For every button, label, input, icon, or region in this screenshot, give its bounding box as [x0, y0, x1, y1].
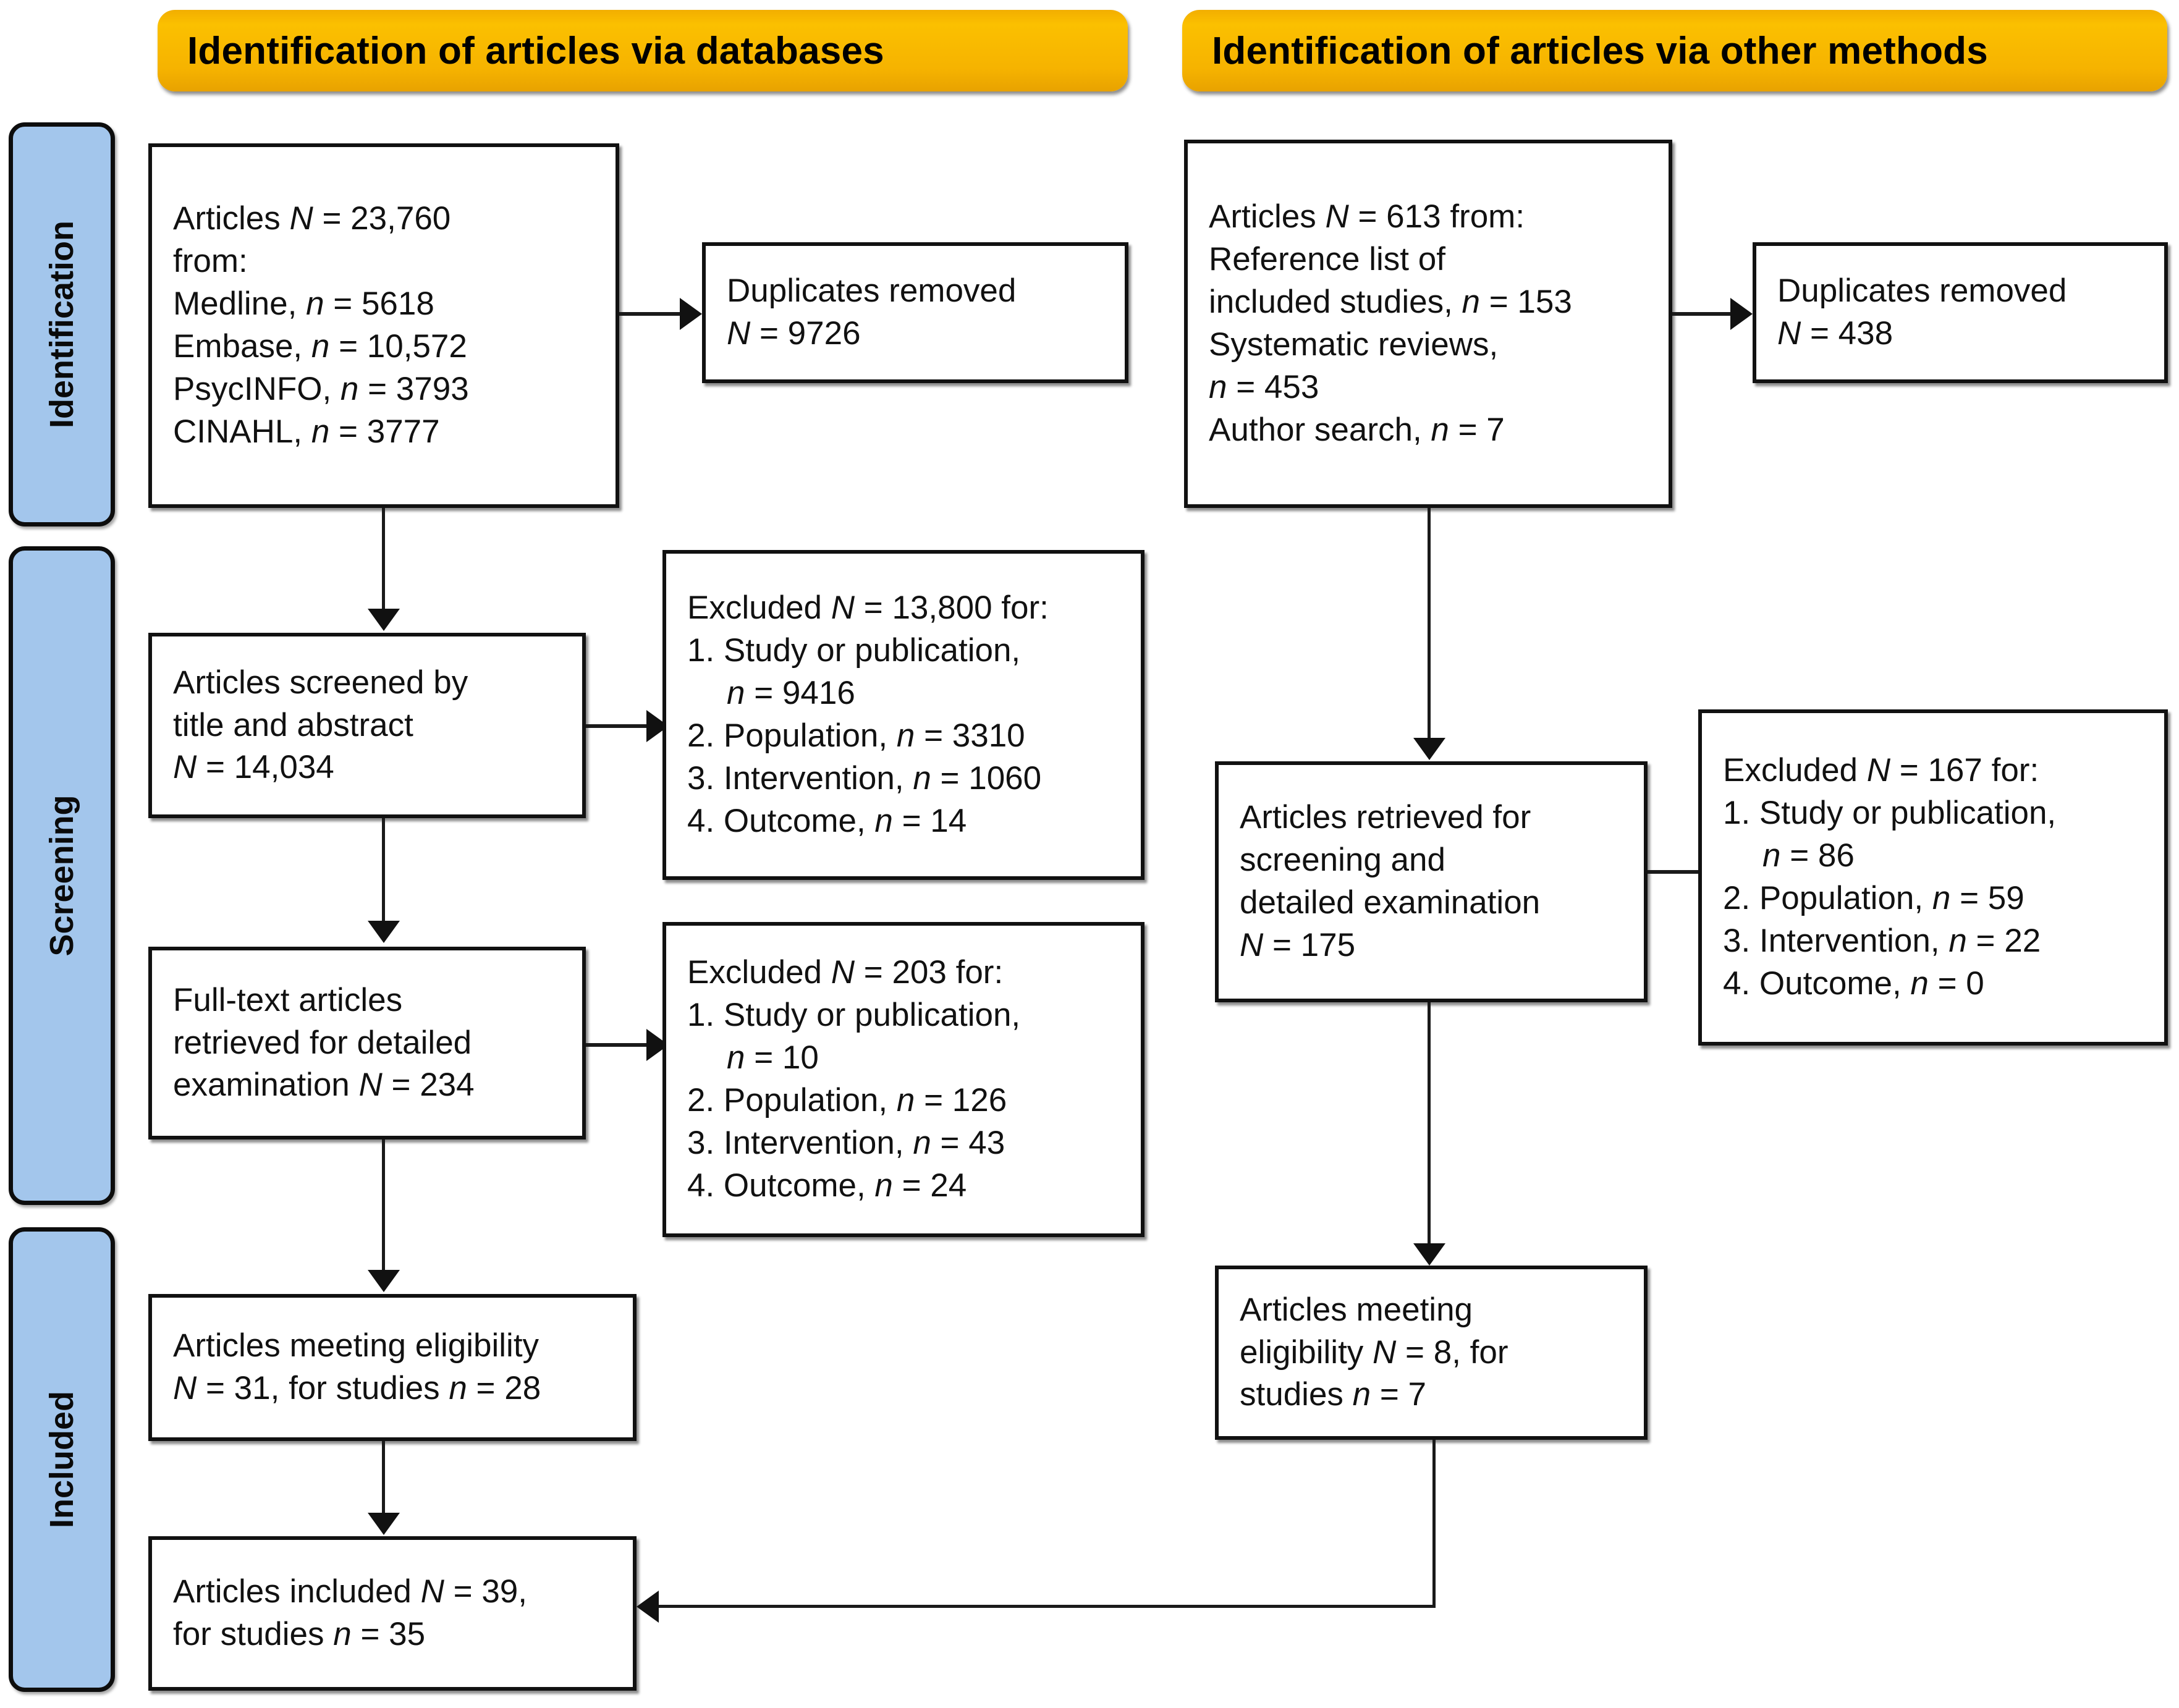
box-line: N = 14,034 [173, 749, 334, 786]
box-line: PsycINFO, n = 3793 [173, 370, 469, 407]
box-line: Articles N = 23,760 [173, 200, 451, 237]
box-other-retrieved: Articles retrieved for screening and det… [1215, 761, 1648, 1002]
connector-other-retrieved-to-excluded [1648, 870, 1713, 874]
box-db-duplicates-removed: Duplicates removed N = 9726 [702, 242, 1128, 383]
box-other-eligible: Articles meeting eligibility N = 8, for … [1215, 1266, 1648, 1440]
arrow-head-down [1413, 1243, 1445, 1266]
box-line: N = 438 [1777, 315, 1893, 352]
box-line: 4. Outcome, n = 24 [687, 1167, 967, 1204]
connector-db-screened-to-excluded [586, 724, 654, 728]
box-other-duplicates-removed: Duplicates removed N = 438 [1753, 242, 2168, 383]
box-line: Duplicates removed [1777, 273, 2067, 310]
box-line: Excluded N = 13,800 for: [687, 590, 1049, 627]
box-line: 4. Outcome, n = 0 [1723, 965, 1984, 1002]
box-line: Articles N = 613 from: [1209, 198, 1525, 235]
box-db-screened: Articles screened by title and abstract … [148, 633, 586, 818]
arrow-head-right [1730, 298, 1753, 330]
connector-other-eligible-to-included-vertical [1432, 1440, 1436, 1608]
box-line: 1. Study or publication, [687, 632, 1021, 669]
box-other-excluded: Excluded N = 167 for: 1. Study or public… [1698, 709, 2168, 1046]
phase-included-label: Included [43, 1390, 80, 1529]
box-line: Articles screened by [173, 664, 468, 701]
connector-other-identification-to-retrieved [1428, 508, 1431, 742]
arrow-head-down [368, 609, 400, 631]
box-line: Systematic reviews, [1209, 326, 1499, 363]
box-line: included studies, n = 153 [1209, 284, 1572, 321]
arrow-head-right [680, 298, 702, 330]
box-line: for studies n = 35 [173, 1616, 426, 1652]
box-line: 3. Intervention, n = 1060 [687, 759, 1042, 797]
box-line: Articles meeting eligibility [173, 1327, 539, 1364]
box-line: CINAHL, n = 3777 [173, 413, 440, 450]
connector-db-fulltext-to-eligible [382, 1139, 385, 1274]
banner-databases: Identification of articles via databases [158, 10, 1128, 91]
box-line: 2. Population, n = 3310 [687, 717, 1025, 754]
box-line: Excluded N = 167 for: [1723, 752, 2039, 789]
box-line: retrieved for detailed [173, 1024, 472, 1061]
box-db-excluded-fulltext: Excluded N = 203 for: 1. Study or public… [662, 922, 1145, 1237]
box-line: n = 86 [1762, 837, 1855, 874]
box-articles-included: Articles included N = 39, for studies n … [148, 1536, 637, 1691]
arrow-head-down [368, 1513, 400, 1535]
connector-db-identification-to-duplicates [619, 312, 687, 316]
box-line: title and abstract [173, 706, 413, 743]
arrow-head-down [368, 1270, 400, 1292]
box-line: Full-text articles [173, 981, 403, 1018]
box-db-identification: Articles N = 23,760 from: Medline, n = 5… [148, 143, 619, 508]
box-line: N = 9726 [727, 315, 861, 352]
connector-other-identification-to-duplicates [1672, 312, 1738, 316]
connector-db-screened-to-fulltext [382, 818, 385, 924]
arrow-head-left [637, 1591, 659, 1623]
box-line: screening and [1240, 842, 1445, 879]
connector-other-retrieved-to-eligible [1428, 1002, 1431, 1248]
box-db-eligible: Articles meeting eligibility N = 31, for… [148, 1294, 637, 1441]
box-line: Excluded N = 203 for: [687, 954, 1004, 991]
phase-included: Included [9, 1227, 115, 1692]
connector-db-fulltext-to-excluded [586, 1043, 654, 1047]
connector-db-eligible-to-included [382, 1441, 385, 1520]
box-line: 3. Intervention, n = 22 [1723, 922, 2041, 959]
box-line: eligibility N = 8, for [1240, 1334, 1508, 1371]
box-line: Articles included N = 39, [173, 1573, 528, 1610]
box-line: Articles meeting [1240, 1291, 1473, 1328]
box-line: Articles retrieved for [1240, 799, 1531, 836]
box-line: Reference list of [1209, 241, 1445, 278]
box-line: Medline, n = 5618 [173, 285, 434, 323]
box-db-fulltext-retrieved: Full-text articles retrieved for detaile… [148, 947, 586, 1139]
box-line: 2. Population, n = 126 [687, 1082, 1007, 1118]
box-line: 2. Population, n = 59 [1723, 880, 2025, 916]
box-line: examination N = 234 [173, 1067, 475, 1104]
box-line: N = 175 [1240, 926, 1356, 963]
banner-other-methods-label: Identification of articles via other met… [1212, 29, 1988, 72]
box-line: n = 453 [1209, 368, 1319, 405]
arrow-head-down [1413, 738, 1445, 760]
box-line: from: [173, 243, 248, 280]
box-line: 4. Outcome, n = 14 [687, 802, 967, 839]
box-line: 3. Intervention, n = 43 [687, 1124, 1005, 1161]
connector-other-eligible-to-included-horizontal [659, 1605, 1434, 1608]
box-line: Author search, n = 7 [1209, 411, 1505, 448]
box-line: n = 10 [727, 1039, 819, 1076]
box-line: n = 9416 [727, 675, 855, 712]
phase-identification: Identification [9, 122, 115, 526]
phase-screening-label: Screening [43, 795, 80, 957]
box-line: N = 31, for studies n = 28 [173, 1370, 541, 1406]
box-line: studies n = 7 [1240, 1376, 1427, 1413]
box-line: 1. Study or publication, [1723, 795, 2057, 832]
arrow-head-down [368, 921, 400, 943]
banner-databases-label: Identification of articles via databases [187, 29, 884, 72]
banner-other-methods: Identification of articles via other met… [1182, 10, 2167, 91]
box-line: Embase, n = 10,572 [173, 328, 467, 365]
phase-screening: Screening [9, 546, 115, 1205]
box-line: detailed examination [1240, 884, 1541, 921]
box-other-identification: Articles N = 613 from: Reference list of… [1184, 140, 1672, 508]
box-db-excluded-screening: Excluded N = 13,800 for: 1. Study or pub… [662, 550, 1145, 880]
connector-db-identification-to-screened [382, 508, 385, 614]
box-line: 1. Study or publication, [687, 997, 1021, 1034]
phase-identification-label: Identification [43, 221, 80, 428]
box-line: Duplicates removed [727, 273, 1017, 310]
